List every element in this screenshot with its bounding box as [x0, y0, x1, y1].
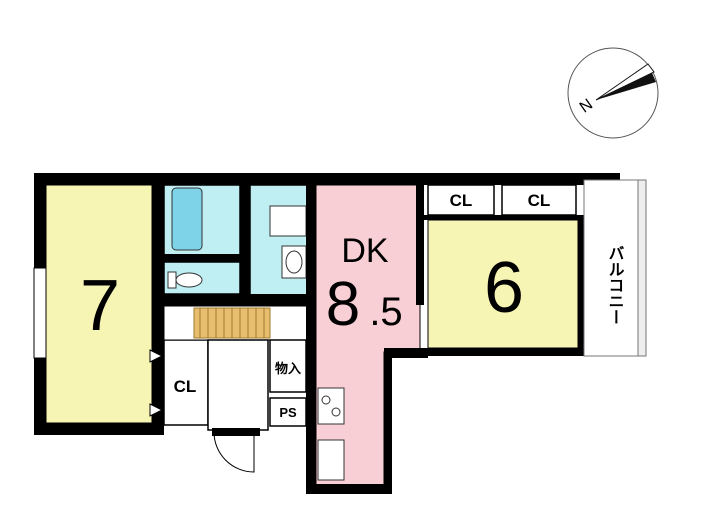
closet-label-west: CL: [174, 377, 197, 396]
compass: N: [567, 47, 659, 139]
room-size-dk: 8: [326, 270, 360, 339]
closets-east: CL CL: [427, 184, 577, 231]
washing-machine-icon: [269, 205, 307, 237]
closet-label-east-2: CL: [528, 191, 551, 210]
storage-area: 物入 PS: [269, 339, 307, 427]
balcony-label: バルコニー: [606, 245, 625, 325]
room-size-dk-decimal: .5: [369, 290, 402, 334]
room-western-7: 7: [33, 184, 153, 424]
north-arrow-icon: [595, 63, 656, 101]
room-size-western: 7: [80, 266, 120, 346]
balcony: バルコニー: [583, 179, 647, 357]
room-dk: DK 8 .5: [306, 184, 428, 494]
washbasin-icon: [281, 245, 307, 279]
room-size-eastern: 6: [484, 248, 524, 328]
storage-label: 物入: [275, 361, 301, 376]
entrance-door-icon: [213, 431, 255, 473]
closet-label-east-1: CL: [450, 191, 473, 210]
pipe-space-label: PS: [279, 405, 297, 420]
closet-west: CL: [149, 339, 209, 426]
bathtub-icon: [171, 187, 203, 251]
room-eastern-6: 6: [424, 215, 584, 356]
stove-icon: [317, 387, 345, 425]
sink-icon: [317, 439, 345, 481]
wet-area: [163, 184, 313, 306]
room-name-dk: DK: [341, 232, 389, 270]
toilet-icon: [167, 271, 203, 289]
window-west: [33, 267, 47, 359]
